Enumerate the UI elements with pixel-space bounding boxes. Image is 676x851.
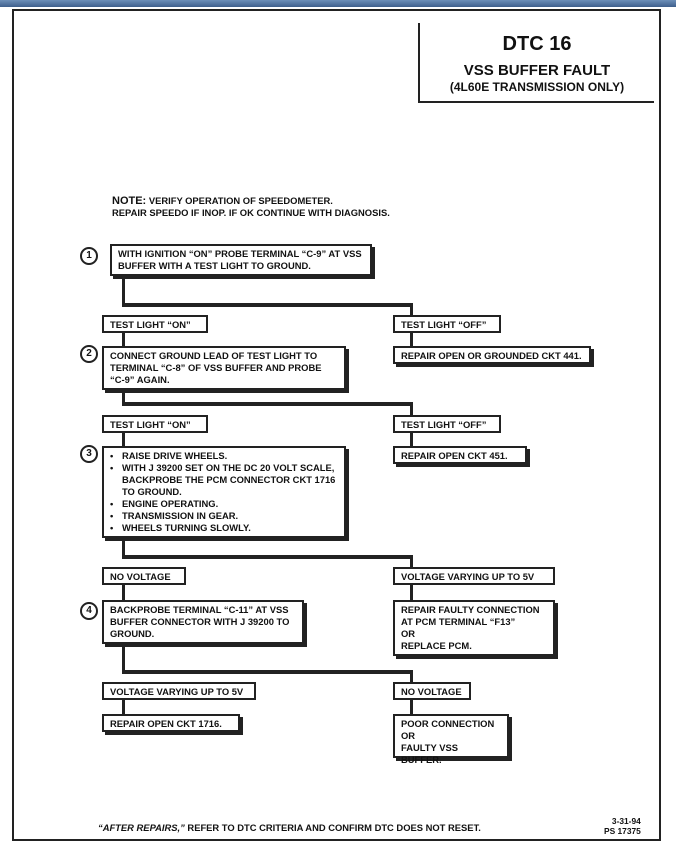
connector-line <box>122 303 412 307</box>
connector-line <box>122 670 412 674</box>
connector-line <box>410 585 413 600</box>
step-3-item: TRANSMISSION IN GEAR. <box>110 510 338 522</box>
result-4-right: NO VOLTAGE <box>393 682 471 700</box>
result-4-left-action: REPAIR OPEN CKT 1716. <box>102 714 240 732</box>
connector-line <box>122 276 125 306</box>
step-3-box: RAISE DRIVE WHEELS. WITH J 39200 SET ON … <box>102 446 346 538</box>
note-line1: VERIFY OPERATION OF SPEEDOMETER. <box>148 195 333 206</box>
connector-line <box>410 333 413 346</box>
dtc-scope: (4L60E TRANSMISSION ONLY) <box>449 80 625 94</box>
footer-ps-number: PS 17375 <box>604 826 641 836</box>
note-line2: REPAIR SPEEDO IF INOP. IF OK CONTINUE WI… <box>112 207 390 218</box>
step-2-box: CONNECT GROUND LEAD OF TEST LIGHT TO TER… <box>102 346 346 390</box>
dtc-code: DTC 16 <box>502 33 572 55</box>
window-top-bar <box>0 0 676 7</box>
result-1-left: TEST LIGHT “ON” <box>102 315 208 333</box>
result-1-right: TEST LIGHT “OFF” <box>393 315 501 333</box>
step-3-item: WHEELS TURNING SLOWLY. <box>110 522 338 534</box>
footer-instruction: REFER TO DTC CRITERIA AND CONFIRM DTC DO… <box>184 822 481 833</box>
step-3-number: 3 <box>80 445 98 463</box>
connector-line <box>122 333 125 346</box>
connector-line <box>122 585 125 600</box>
result-2-left: TEST LIGHT “ON” <box>102 415 208 433</box>
result-3-right: VOLTAGE VARYING UP TO 5V <box>393 567 555 585</box>
connector-line <box>410 402 413 415</box>
result-3-left: NO VOLTAGE <box>102 567 186 585</box>
result-4-left: VOLTAGE VARYING UP TO 5V <box>102 682 256 700</box>
connector-line <box>122 555 412 559</box>
step-3-item: ENGINE OPERATING. <box>110 498 338 510</box>
step-4-box: BACKPROBE TERMINAL “C-11” AT VSS BUFFER … <box>102 600 304 644</box>
note: NOTE: VERIFY OPERATION OF SPEEDOMETER. R… <box>112 195 390 219</box>
result-2-right-action: REPAIR OPEN CKT 451. <box>393 446 527 464</box>
connector-line <box>122 402 412 406</box>
result-2-right: TEST LIGHT “OFF” <box>393 415 501 433</box>
step-1-box: WITH IGNITION “ON” PROBE TERMINAL “C-9” … <box>110 244 372 276</box>
connector-line <box>410 700 413 714</box>
footer-note: “AFTER REPAIRS,” REFER TO DTC CRITERIA A… <box>98 822 481 833</box>
after-repairs-label: “AFTER REPAIRS,” <box>98 822 185 833</box>
connector-line <box>122 538 125 558</box>
step-3-item: WITH J 39200 SET ON THE DC 20 VOLT SCALE… <box>110 462 338 498</box>
title-block: DTC 16 VSS BUFFER FAULT (4L60E TRANSMISS… <box>418 23 654 103</box>
dtc-name: VSS BUFFER FAULT <box>463 62 611 79</box>
connector-line <box>122 644 125 673</box>
connector-line <box>410 303 413 315</box>
connector-line <box>122 700 125 714</box>
result-3-right-action: REPAIR FAULTY CONNECTION AT PCM TERMINAL… <box>393 600 555 656</box>
footer-ref: 3-31-94 PS 17375 <box>604 816 641 836</box>
result-1-right-action: REPAIR OPEN OR GROUNDED CKT 441. <box>393 346 591 364</box>
result-4-right-action: POOR CONNECTION OR FAULTY VSS BUFFER. <box>393 714 509 765</box>
diagnostic-page: DTC 16 VSS BUFFER FAULT (4L60E TRANSMISS… <box>12 9 661 841</box>
connector-line <box>122 390 125 405</box>
connector-line <box>122 433 125 446</box>
step-3-list: RAISE DRIVE WHEELS. WITH J 39200 SET ON … <box>110 450 338 534</box>
note-label: NOTE: <box>112 195 147 207</box>
connector-line <box>410 555 413 567</box>
connector-line <box>410 433 413 446</box>
step-4-number: 4 <box>80 602 98 620</box>
footer-date: 3-31-94 <box>611 816 641 826</box>
step-3-item: RAISE DRIVE WHEELS. <box>110 450 338 462</box>
connector-line <box>410 670 413 682</box>
step-2-number: 2 <box>80 345 98 363</box>
step-1-number: 1 <box>80 247 98 265</box>
